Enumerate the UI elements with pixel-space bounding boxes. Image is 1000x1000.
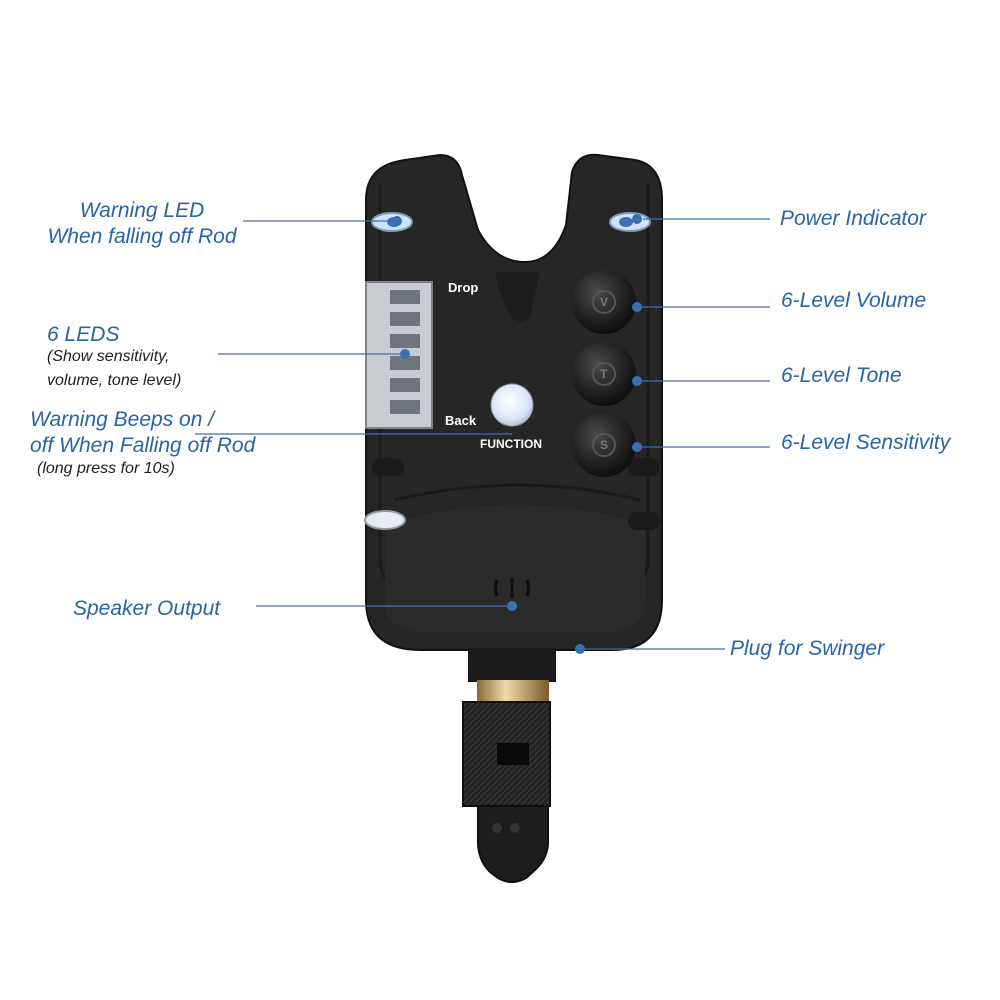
leader-lines: [195, 218, 770, 650]
label-warning-led-line1: Warning LED: [79, 199, 205, 222]
plug-socket: [468, 648, 556, 682]
label-6-leds-desc: (Show sensitivity, volume, tone level): [47, 345, 181, 393]
label-warning-beeps-line1: Warning Beeps on /: [30, 408, 215, 431]
label-6-leds-desc-line2: volume, tone level): [47, 372, 182, 389]
label-warning-beeps: Warning Beeps on / off When Falling off …: [30, 407, 255, 459]
label-plug-swinger: Plug for Swinger: [730, 637, 885, 660]
speaker-panel: [385, 505, 645, 632]
tone-button[interactable]: [572, 342, 636, 406]
label-6-leds-desc-line1: (Show sensitivity,: [47, 348, 170, 365]
label-volume: 6-Level Volume: [781, 289, 927, 312]
label-warning-beeps-line2: off When Falling off Rod: [30, 434, 256, 457]
function-button[interactable]: [490, 383, 534, 427]
drop-slot: [495, 272, 540, 322]
function-label: FUNCTION: [480, 437, 542, 451]
label-warning-led: Warning LED When falling off Rod: [40, 198, 244, 250]
sensitivity-key-letter: S: [600, 438, 609, 452]
back-label: Back: [445, 413, 477, 428]
tone-key-letter: T: [600, 367, 608, 381]
label-sensitivity: 6-Level Sensitivity: [781, 431, 951, 454]
label-tone: 6-Level Tone: [781, 364, 902, 387]
brass-fitting: [477, 680, 549, 702]
plug-tip: [477, 805, 549, 883]
label-speaker-output: Speaker Output: [73, 597, 221, 620]
sensitivity-button[interactable]: [572, 413, 636, 477]
drop-label: Drop: [448, 280, 479, 295]
label-warning-beeps-note: (long press for 10s): [37, 460, 175, 477]
label-6-leds: 6 LEDS: [47, 323, 120, 346]
leader-dots: [392, 214, 642, 654]
volume-key-letter: V: [600, 295, 609, 309]
side-lens: [364, 510, 406, 530]
label-warning-led-line2: When falling off Rod: [47, 225, 237, 248]
label-power-indicator: Power Indicator: [780, 207, 926, 230]
speaker-grille: [494, 578, 530, 598]
volume-button[interactable]: [572, 270, 636, 334]
led-segments: [390, 290, 420, 414]
